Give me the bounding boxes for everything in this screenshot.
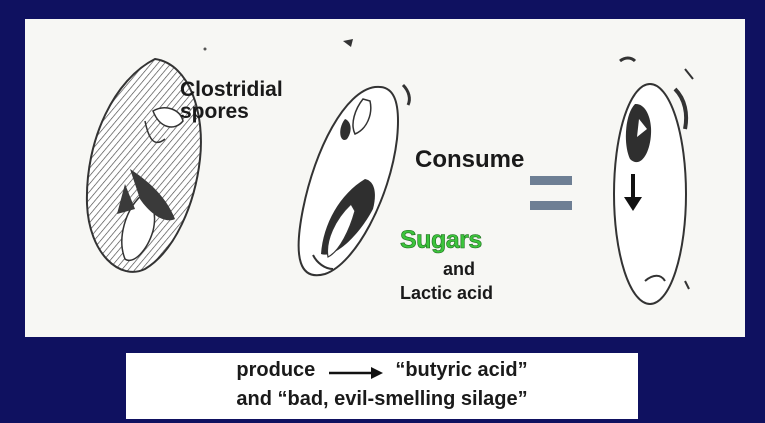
diagram-panel: Clostridial spores Consume Sugars and La… xyxy=(25,19,745,337)
caption-line-2: and “bad, evil-smelling silage” xyxy=(126,388,638,411)
equals-sign xyxy=(530,176,572,210)
right-arrow-icon xyxy=(315,361,395,381)
caption-box: produce “butyric acid” and “bad, evil-sm… xyxy=(126,353,638,419)
and-label: and xyxy=(443,260,475,279)
clostridium-cell-middle xyxy=(299,39,410,275)
caption-produce: produce xyxy=(236,359,315,382)
caption-butyric-acid: “butyric acid” xyxy=(395,359,527,382)
sugars-label: Sugars xyxy=(400,227,482,253)
caption-line-1: produce “butyric acid” xyxy=(126,359,638,382)
diagram-drawing xyxy=(25,19,745,337)
consume-label: Consume xyxy=(415,147,524,172)
lactic-acid-label: Lactic acid xyxy=(400,284,493,303)
clostridial-spores-label: Clostridial spores xyxy=(180,79,283,123)
clostridium-cell-right xyxy=(614,58,693,304)
